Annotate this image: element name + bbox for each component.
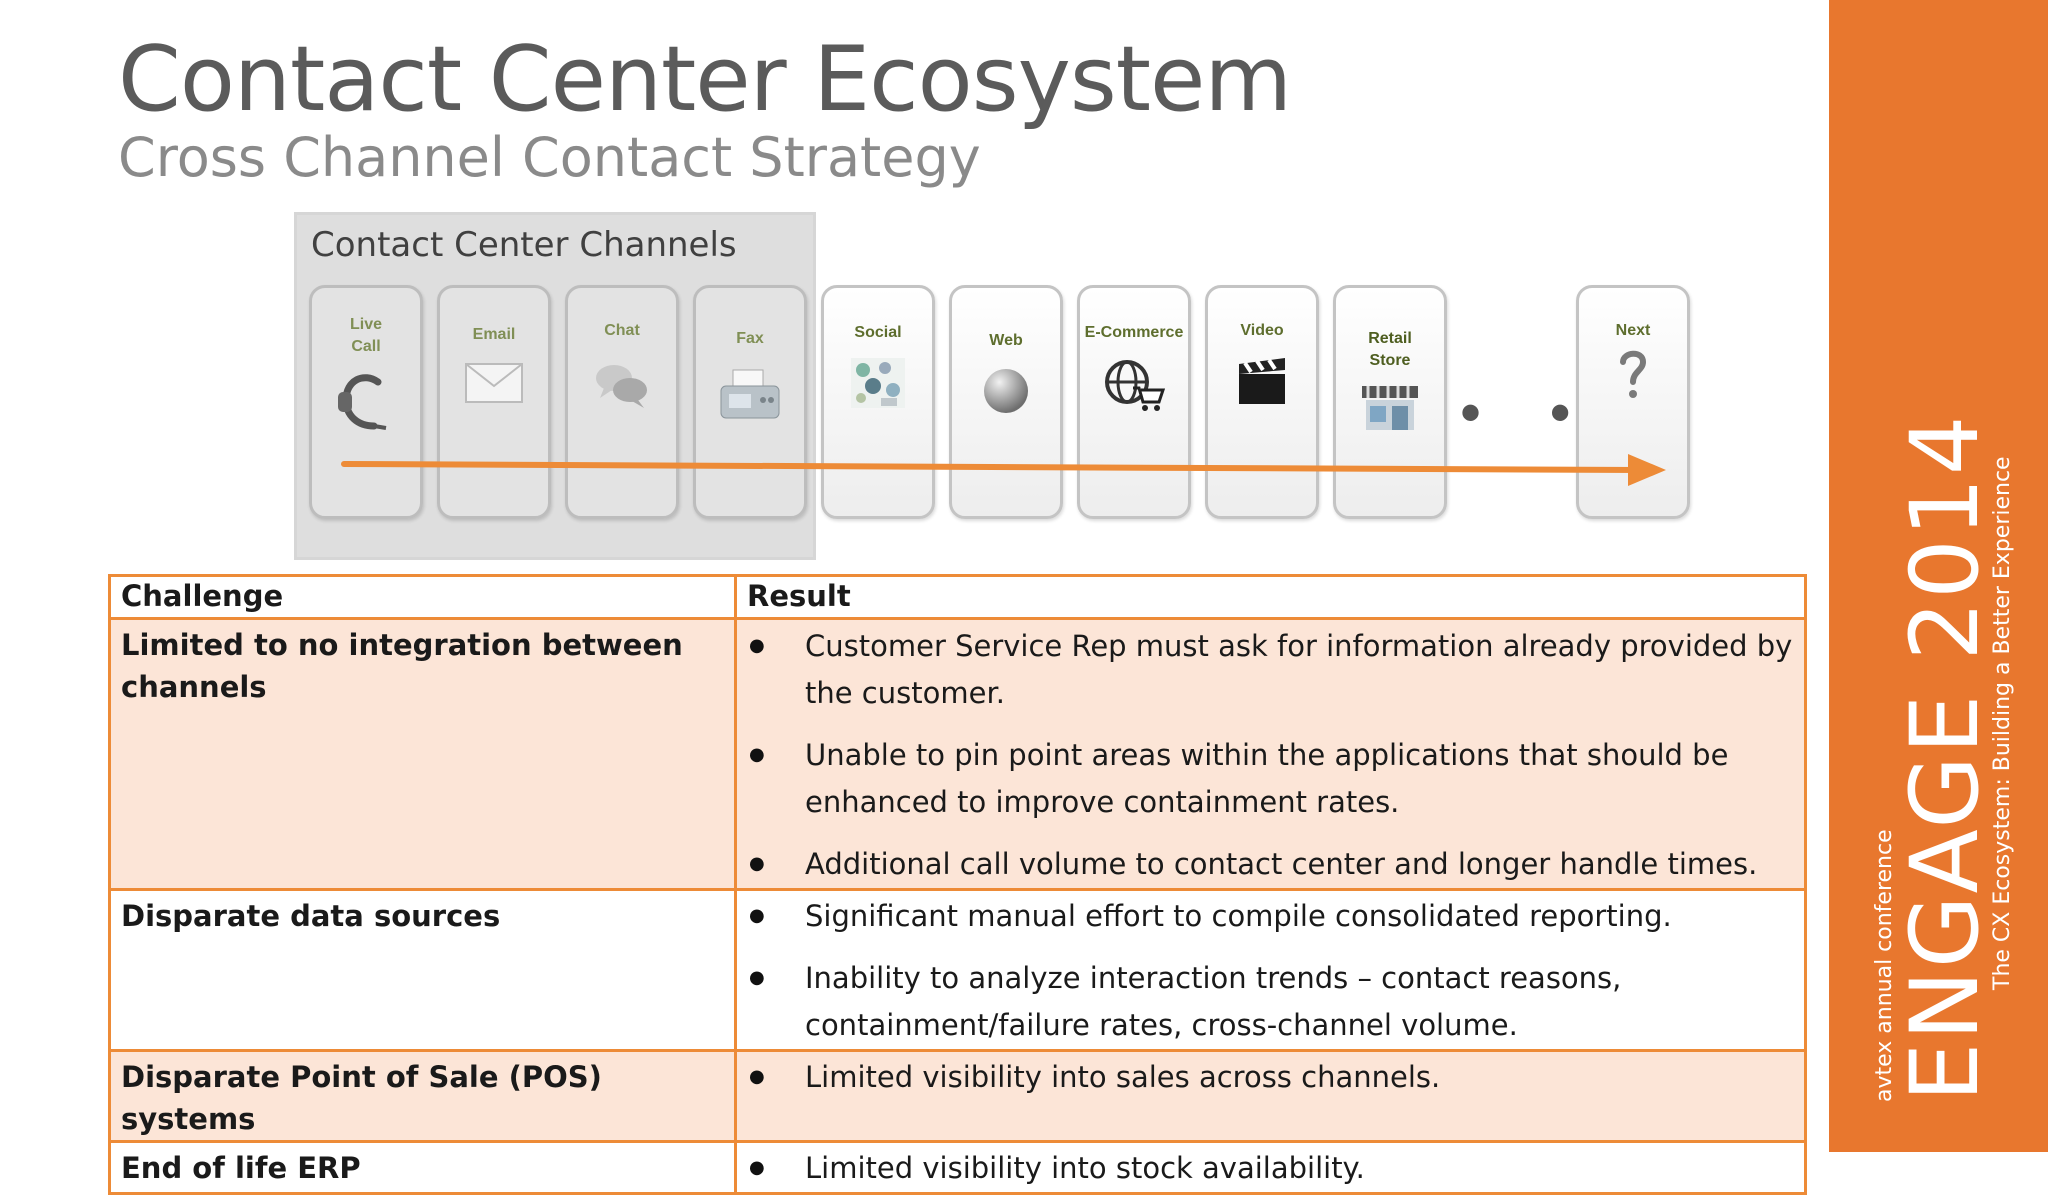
channel-card-email: Email bbox=[437, 285, 551, 519]
channel-label: Web bbox=[989, 332, 1023, 349]
channel-label: Email bbox=[472, 326, 516, 343]
table-row: Disparate Point of Sale (POS) systems Li… bbox=[108, 1049, 1807, 1143]
channel-label: Fax bbox=[736, 330, 764, 347]
result-list: Significant manual effort to compile con… bbox=[737, 891, 1804, 1049]
result-item: Customer Service Rep must ask for inform… bbox=[737, 621, 1804, 717]
event-tagline-text: The CX Ecosystem: Building a Better Expe… bbox=[1990, 456, 2015, 990]
storefront-icon bbox=[1362, 386, 1418, 430]
channel-label: E-Commerce bbox=[1084, 324, 1184, 341]
contact-center-channels-label: Contact Center Channels bbox=[311, 225, 737, 265]
channel-label: Live Call bbox=[349, 316, 382, 355]
table-row: Limited to no integration between channe… bbox=[108, 617, 1807, 891]
challenge-cell: Limited to no integration between channe… bbox=[108, 617, 737, 891]
channel-card-retail-store: Retail Store bbox=[1333, 285, 1447, 519]
slide-subtitle: Cross Channel Contact Strategy bbox=[118, 126, 981, 189]
channel-card-chat: Chat bbox=[565, 285, 679, 519]
result-list: Limited visibility into stock availabili… bbox=[737, 1143, 1804, 1192]
channel-label: Social bbox=[854, 324, 902, 341]
result-cell: Limited visibility into stock availabili… bbox=[734, 1140, 1807, 1195]
result-item: Inability to analyze interaction trends … bbox=[737, 953, 1804, 1049]
table-row: Disparate data sources Significant manua… bbox=[108, 888, 1807, 1052]
social-collage-icon bbox=[851, 358, 905, 408]
channel-label: Video bbox=[1240, 322, 1284, 339]
column-header-challenge: Challenge bbox=[108, 574, 737, 620]
chat-bubbles-icon bbox=[596, 365, 647, 408]
channel-card-video: Video bbox=[1205, 285, 1319, 519]
result-list: Customer Service Rep must ask for inform… bbox=[737, 621, 1804, 888]
result-cell: Limited visibility into sales across cha… bbox=[734, 1049, 1807, 1143]
result-cell: Significant manual effort to compile con… bbox=[734, 888, 1807, 1052]
channel-label: Next bbox=[1615, 322, 1651, 339]
question-mark-icon bbox=[1620, 350, 1647, 398]
result-item: Unable to pin point areas within the app… bbox=[737, 730, 1804, 826]
result-item: Significant manual effort to compile con… bbox=[737, 891, 1804, 940]
challenge-result-table: Challenge Result Limited to no integrati… bbox=[108, 574, 1807, 1195]
envelope-icon bbox=[465, 363, 523, 403]
result-item: Limited visibility into sales across cha… bbox=[737, 1052, 1804, 1101]
clapperboard-icon bbox=[1239, 358, 1285, 404]
challenge-cell: Disparate data sources bbox=[108, 888, 737, 1052]
fax-machine-icon bbox=[720, 369, 780, 419]
channel-card-e-commerce: E-Commerce bbox=[1077, 285, 1191, 519]
table-header-row: Challenge Result bbox=[108, 574, 1807, 620]
channel-card-web: Web bbox=[949, 285, 1063, 519]
channel-card-live-call: Live Call bbox=[309, 285, 423, 519]
web-cart-icon bbox=[1105, 360, 1165, 411]
channel-progression-arrow bbox=[341, 454, 1666, 486]
channel-label: Retail Store bbox=[1368, 330, 1412, 369]
result-list: Limited visibility into sales across cha… bbox=[737, 1052, 1804, 1101]
challenge-cell: End of life ERP bbox=[108, 1140, 737, 1195]
result-item: Additional call volume to contact center… bbox=[737, 839, 1804, 888]
column-header-result: Result bbox=[734, 574, 1807, 620]
table-row: End of life ERP Limited visibility into … bbox=[108, 1140, 1807, 1195]
globe-icon bbox=[984, 369, 1028, 413]
channel-label: Chat bbox=[604, 322, 640, 339]
event-name-text: ENGAGE 2014 bbox=[1891, 413, 2000, 1102]
result-item: Limited visibility into stock availabili… bbox=[737, 1143, 1804, 1192]
headset-icon bbox=[338, 374, 387, 430]
conference-sidebar bbox=[1829, 0, 2048, 1152]
channel-card-social: Social bbox=[821, 285, 935, 519]
slide-title: Contact Center Ecosystem bbox=[118, 27, 1292, 132]
result-cell: Customer Service Rep must ask for inform… bbox=[734, 617, 1807, 891]
challenge-cell: Disparate Point of Sale (POS) systems bbox=[108, 1049, 737, 1143]
channel-card-fax: Fax bbox=[693, 285, 807, 519]
